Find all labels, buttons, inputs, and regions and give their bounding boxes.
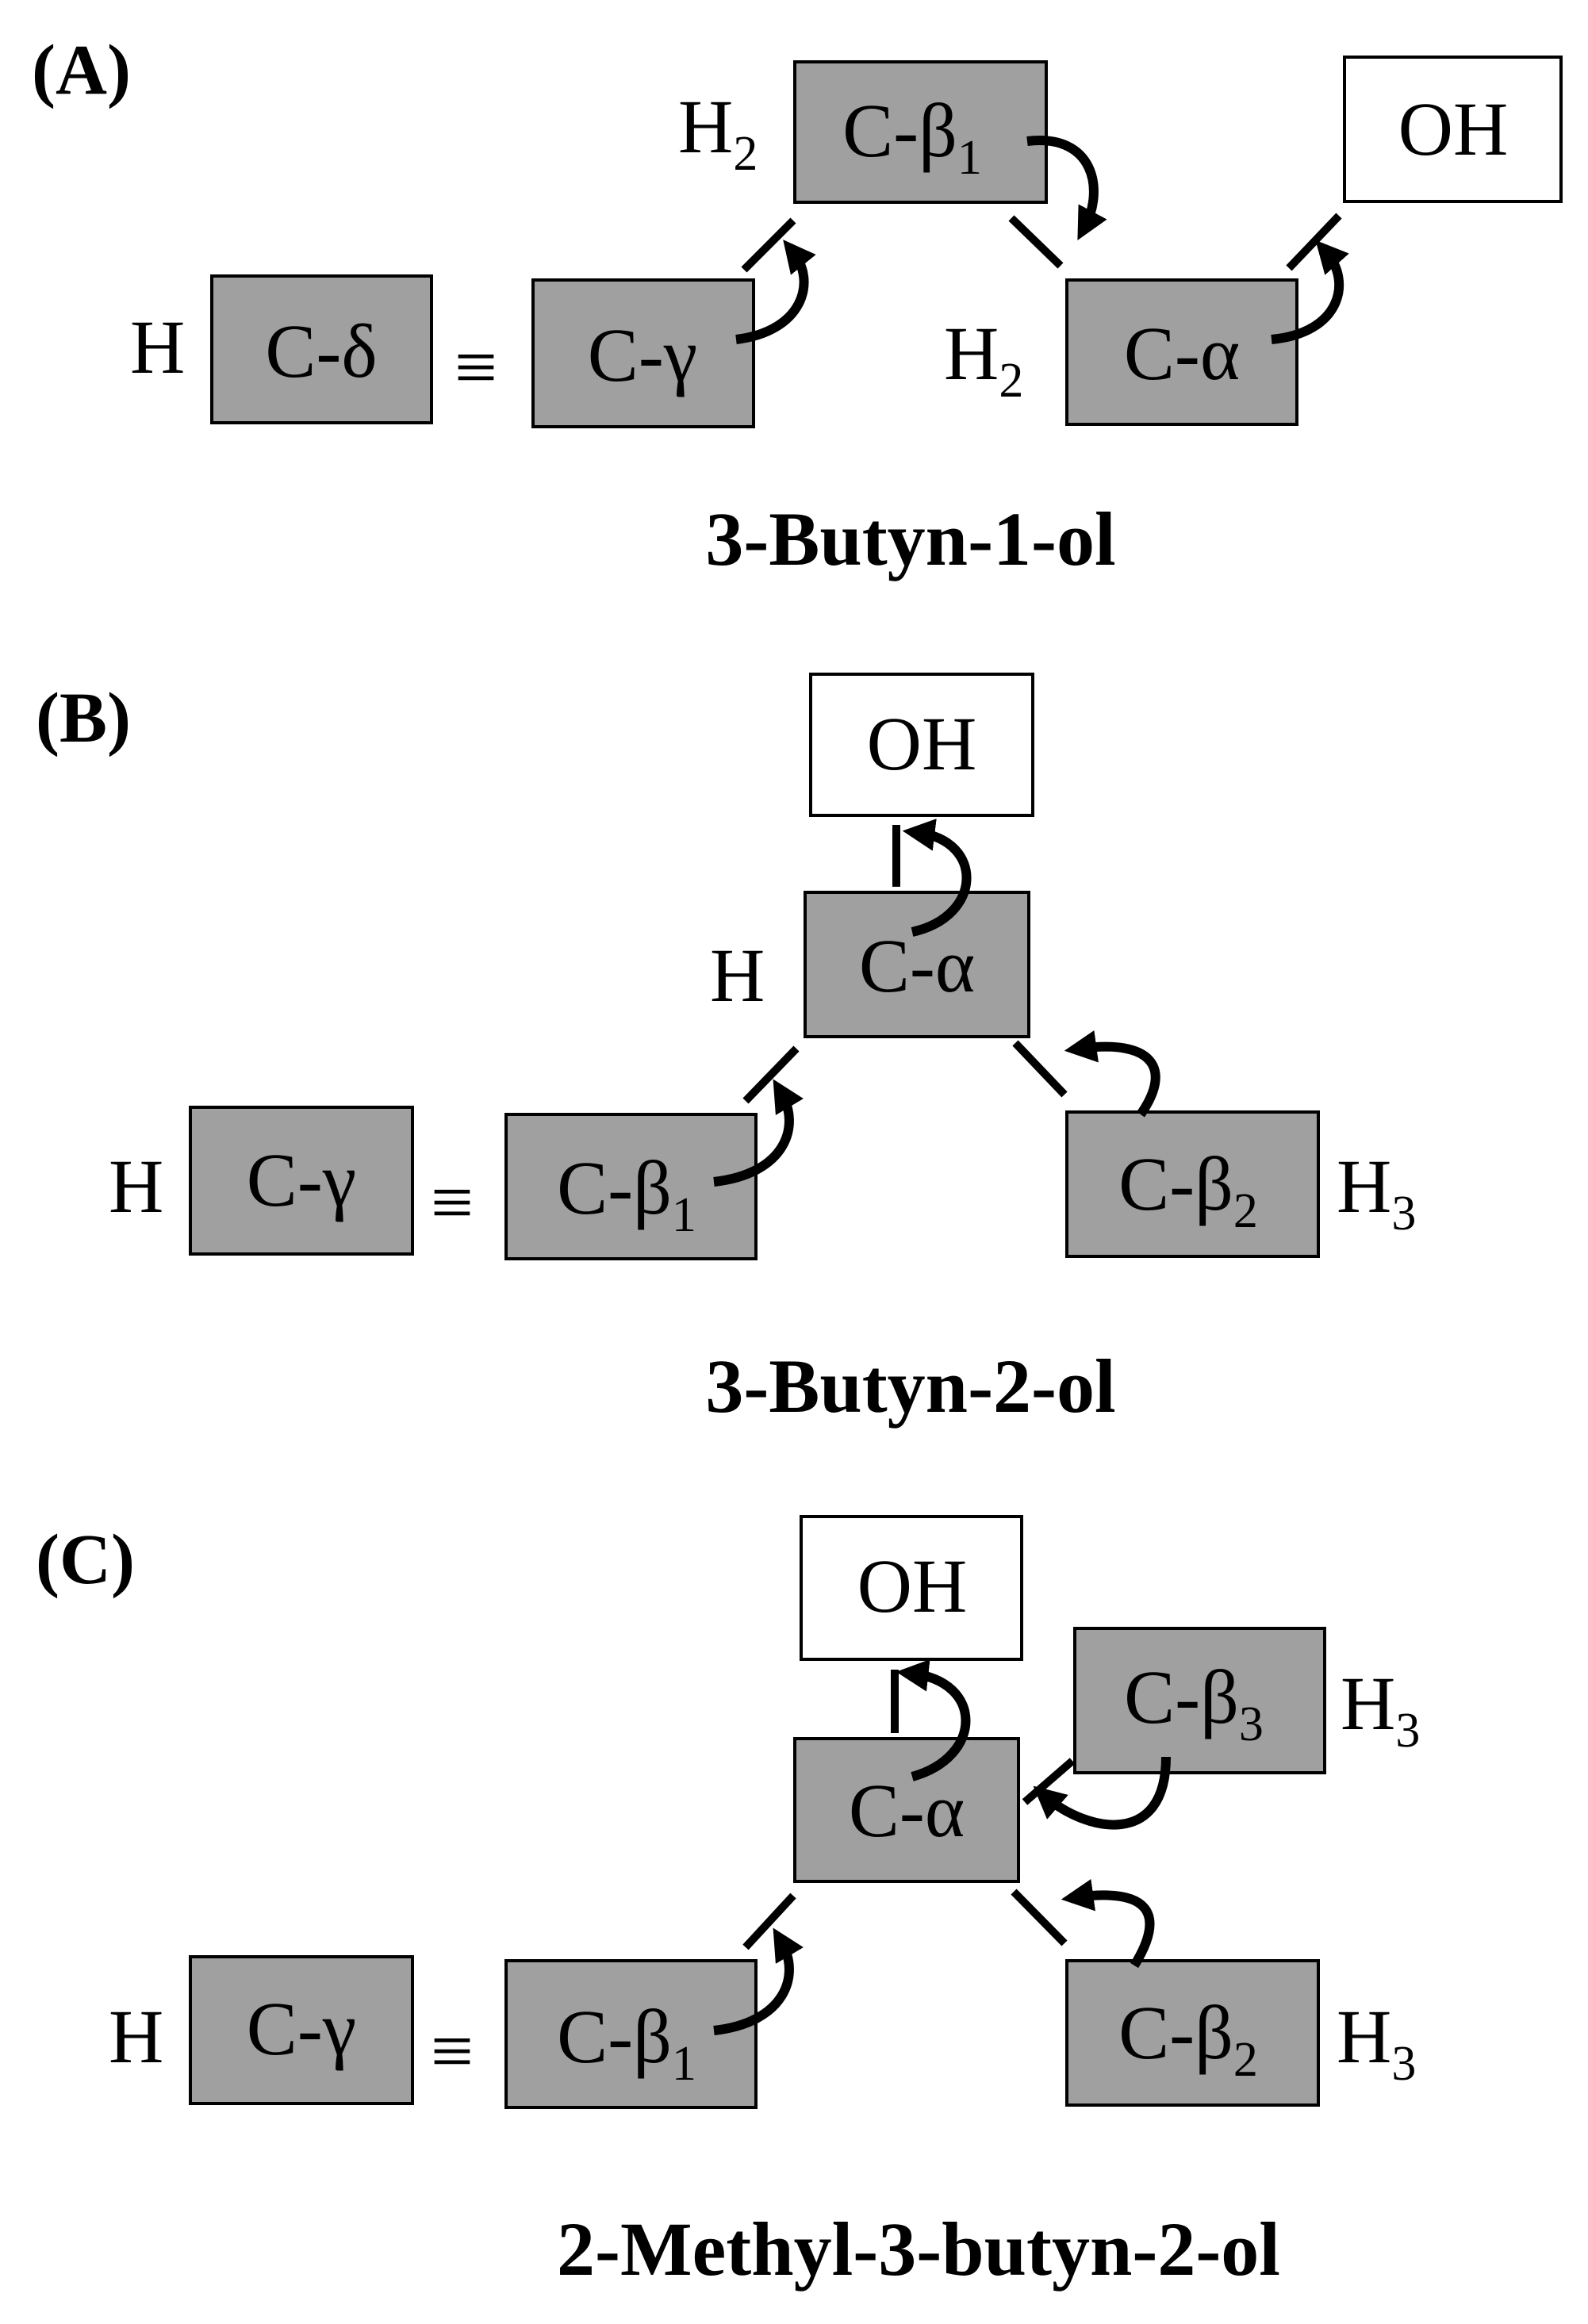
panel-a-triple-bond: ≡ <box>455 324 497 409</box>
panel-b-c-beta1-label: C-β1 <box>557 1145 696 1242</box>
panel-b-curved-arrow-alpha <box>902 819 972 937</box>
panel-b-tag: (B) <box>36 679 131 757</box>
panel-a-c-alpha-label: C-α <box>1124 311 1240 396</box>
panel-a-title: 3-Butyn-1-ol <box>705 497 1115 581</box>
panel-b-curved-arrow-beta1 <box>713 1079 804 1187</box>
panel-a-tag: (A) <box>32 31 131 109</box>
panel-b-title: 3-Butyn-2-ol <box>705 1344 1115 1429</box>
panel-b-c-gamma-label: C-γ <box>247 1137 356 1222</box>
panel-c-c-beta2-label: C-β2 <box>1118 1990 1258 2087</box>
panel-c-bond-alpha-beta3 <box>1022 1758 1076 1805</box>
panel-c: (C) OH C-β3 C-α C-γ C-β1 C-β2 H3 H H3 ≡ … <box>36 1515 1420 2291</box>
panel-a-h-beta1: H2 <box>678 84 758 181</box>
panel-a-oh-box <box>1343 56 1563 203</box>
panel-b-c-beta2-label: C-β2 <box>1118 1141 1258 1238</box>
panel-c-curved-arrow-alpha <box>896 1659 971 1781</box>
panel-c-h-beta3: H3 <box>1341 1661 1420 1758</box>
panel-a-c-delta-label: C-δ <box>265 309 377 393</box>
panel-c-h-beta2: H3 <box>1337 1994 1416 2091</box>
panel-b-c-alpha-label: C-α <box>859 923 975 1008</box>
panel-b-c-alpha-box <box>804 891 1030 1038</box>
panel-c-oh-box <box>800 1515 1023 1661</box>
panel-a-c-delta-box <box>210 274 433 424</box>
panel-c-tag: (C) <box>36 1521 135 1599</box>
panel-b-curved-arrow-beta2 <box>1064 1030 1160 1118</box>
panel-b-bond-alpha-beta2 <box>1012 1040 1068 1098</box>
panel-b-h-beta2: H3 <box>1337 1144 1416 1241</box>
panel-a-curved-arrow-gamma <box>735 240 816 344</box>
panel-b-c-beta1-box <box>504 1113 758 1260</box>
panel-a-c-gamma-box <box>531 278 755 428</box>
panel-c-title: 2-Methyl-3-butyn-2-ol <box>557 2207 1280 2291</box>
panel-b-oh-label: OH <box>867 701 977 786</box>
panel-c-c-alpha-label: C-α <box>849 1768 965 1853</box>
panel-a-curved-arrow-alpha <box>1271 240 1349 344</box>
panel-b-c-gamma-box <box>189 1106 414 1256</box>
panel-a: (A) C-δ C-γ C-β1 C-α OH H H2 H2 ≡ 3-Buty… <box>32 31 1563 581</box>
panel-b-bond-beta1-alpha <box>742 1045 800 1104</box>
panel-b-oh-box <box>809 673 1034 817</box>
panel-a-bond-gamma-beta1 <box>741 217 796 273</box>
panel-c-c-beta3-label: C-β3 <box>1124 1655 1264 1751</box>
panel-c-curved-arrow-beta2 <box>1061 1879 1155 1969</box>
panel-a-bond-alpha-oh <box>1286 213 1342 271</box>
panel-b-h-gamma: H <box>109 1144 163 1229</box>
panel-b: (B) OH C-α C-γ C-β1 C-β2 H H H3 ≡ 3-Buty… <box>36 673 1416 1429</box>
panel-a-h-delta: H <box>130 305 185 389</box>
panel-b-c-beta2-box <box>1065 1110 1320 1258</box>
panel-c-oh-label: OH <box>857 1544 968 1628</box>
panel-a-bond-beta1-alpha <box>1008 215 1064 269</box>
panel-c-c-alpha-box <box>793 1737 1020 1883</box>
panel-c-c-gamma-box <box>189 1955 414 2105</box>
panel-c-bond-alpha-beta2 <box>1011 1889 1068 1946</box>
panel-b-triple-bond: ≡ <box>431 1160 474 1244</box>
panel-a-c-beta1-label: C-β1 <box>842 88 982 185</box>
panel-c-c-beta1-label: C-β1 <box>557 1994 696 2091</box>
panel-a-c-beta1-box <box>793 60 1048 204</box>
panel-c-bond-beta1-alpha <box>742 1893 796 1950</box>
panel-a-oh-label: OH <box>1398 86 1509 171</box>
panel-c-c-beta3-box <box>1073 1627 1326 1774</box>
panel-c-curved-arrow-beta1 <box>713 1927 804 2035</box>
panel-a-c-alpha-box <box>1065 278 1298 426</box>
panel-a-c-gamma-label: C-γ <box>588 313 697 397</box>
panel-c-h-gamma: H <box>109 1994 163 2079</box>
panel-a-curved-arrow-beta1 <box>1026 136 1107 241</box>
panel-c-c-beta2-box <box>1065 1959 1320 2107</box>
panel-a-h-alpha: H2 <box>944 311 1023 408</box>
panel-c-c-gamma-label: C-γ <box>247 1986 356 2071</box>
panel-c-triple-bond: ≡ <box>431 2008 474 2093</box>
panel-b-h-alpha: H <box>710 933 765 1018</box>
panel-c-curved-arrow-beta3 <box>1033 1756 1171 1830</box>
